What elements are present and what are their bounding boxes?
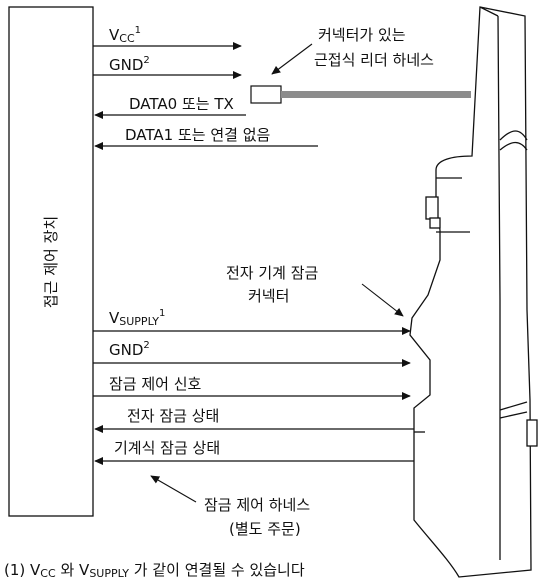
access-control-unit-label: 접근 제어 장치 (42, 216, 60, 308)
vcc-label: VCC1 (109, 25, 141, 45)
reader-harness-callout-line1: 커넥터가 있는 (318, 26, 406, 44)
lock-connector-callout-line1: 전자 기계 잠금 (226, 264, 319, 282)
vsupply-label: VSUPPLY1 (109, 308, 165, 328)
lock-control-label: 잠금 제어 신호 (109, 375, 202, 393)
lock-connector-callout-line2: 커넥터 (248, 287, 289, 305)
gnd-label-lock: GND2 (109, 340, 150, 359)
reader-cable (281, 91, 471, 98)
data0-label: DATA0 또는 TX (129, 95, 234, 113)
electronic-status-label: 전자 잠금 상태 (127, 407, 219, 425)
lock-connector-callout-arrow (361, 283, 404, 317)
gnd-label-reader: GND2 (109, 55, 150, 74)
reader-connector (250, 85, 282, 104)
data1-label: DATA1 또는 연결 없음 (125, 126, 270, 144)
lock-harness-callout-line2: (별도 주문) (229, 520, 301, 538)
footnote: (1) VCC 와 VSUPPLY 가 같이 연결될 수 있습니다 (4, 561, 305, 579)
lock-harness-callout-line1: 잠금 제어 하네스 (204, 496, 310, 514)
lock-harness-callout-arrow (150, 475, 197, 503)
reader-harness-callout-line2: 근접식 리더 하네스 (314, 51, 434, 69)
reader-callout-arrow (271, 43, 313, 75)
lock-body (409, 6, 538, 578)
mechanical-status-label: 기계식 잠금 상태 (114, 439, 220, 457)
access-control-unit-box (8, 6, 94, 517)
